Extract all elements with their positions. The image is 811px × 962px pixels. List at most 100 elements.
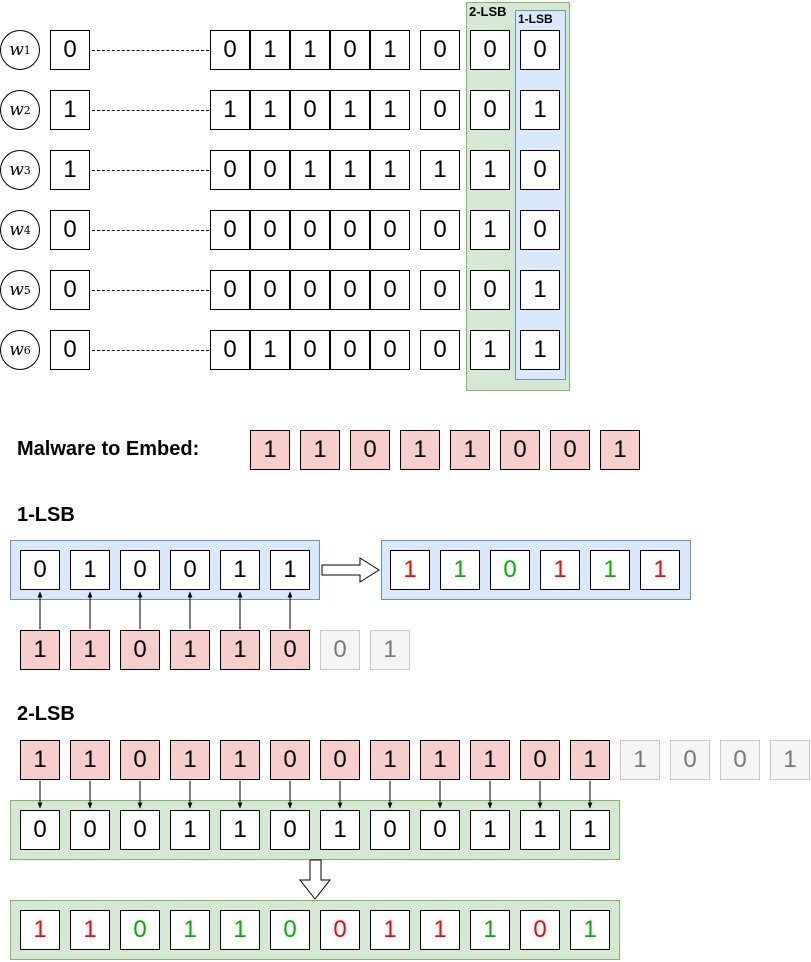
dashed-connector [92, 170, 209, 171]
dashed-connector [92, 290, 209, 291]
lsb1-transform-arrow [321, 557, 380, 583]
lsb2-original-cell: 1 [170, 810, 210, 850]
weight-bit-cell: 1 [290, 30, 330, 70]
lsb2-transform-arrow [298, 859, 332, 900]
malware-bit-cell: 0 [350, 430, 390, 470]
malware-bit-cell: 1 [450, 430, 490, 470]
lsb2-original-cell: 1 [470, 810, 510, 850]
weight-bit-cell: 0 [370, 210, 410, 250]
lsb2-payload-cell: 1 [170, 740, 210, 780]
weight-value-cell: 0 [50, 210, 90, 250]
weight-bit-cell: 1 [420, 150, 460, 190]
weight-bit-cell: 1 [370, 30, 410, 70]
lsb1-result-cell: 1 [440, 550, 480, 590]
weight-label-letter: w [9, 100, 24, 120]
malware-bit-cell: 1 [300, 430, 340, 470]
weight-label-letter: w [9, 160, 24, 180]
weight-bit-cell: 1 [520, 270, 560, 310]
weight-label-letter: w [9, 40, 24, 60]
lsb2-original-cell: 0 [270, 810, 310, 850]
weight-bit-cell: 0 [520, 150, 560, 190]
lsb1-original-cell: 0 [120, 550, 160, 590]
lsb2-original-cell: 1 [520, 810, 560, 850]
lsb2-result-cell: 0 [270, 910, 310, 950]
lsb2-result-cell: 1 [220, 910, 260, 950]
lsb2-payload-cell: 1 [470, 740, 510, 780]
lsb2-payload-cell: 0 [520, 740, 560, 780]
malware-bit-cell: 0 [500, 430, 540, 470]
lsb1-unused-cell: 1 [370, 630, 410, 670]
lsb1-payload-cell: 0 [120, 630, 160, 670]
lsb2-payload-cell: 0 [270, 740, 310, 780]
lsb2-unused-cell: 1 [620, 740, 660, 780]
lsb2-payload-cell: 1 [570, 740, 610, 780]
lsb1-payload-cell: 1 [220, 630, 260, 670]
weight-value-cell: 0 [50, 270, 90, 310]
dashed-connector [92, 50, 209, 51]
lsb1-payload-cell: 1 [170, 630, 210, 670]
weight-bit-cell: 0 [210, 150, 250, 190]
weight-label-index: 3 [23, 163, 31, 177]
lsb1-payload-cell: 1 [20, 630, 60, 670]
dashed-connector [92, 230, 209, 231]
lsb1-payload-cell: 0 [270, 630, 310, 670]
lsb2-result-cell: 1 [20, 910, 60, 950]
weight-bit-cell: 1 [370, 150, 410, 190]
lsb1-original-cell: 0 [20, 550, 60, 590]
weight-label-index: 2 [23, 103, 31, 117]
weight-value-cell: 1 [50, 150, 90, 190]
weight-bit-cell: 0 [420, 270, 460, 310]
lsb2-result-cell: 1 [70, 910, 110, 950]
weight-bit-cell: 0 [250, 210, 290, 250]
lsb1-original-region [10, 540, 320, 600]
weight-value-cell: 1 [50, 90, 90, 130]
lsb1-title: 1-LSB [17, 504, 75, 526]
malware-bit-cell: 1 [600, 430, 640, 470]
lsb2-unused-cell: 0 [720, 740, 760, 780]
lsb2-result-cell: 1 [570, 910, 610, 950]
weight-bit-cell: 1 [470, 150, 510, 190]
weight-bit-cell: 0 [370, 330, 410, 370]
dashed-connector [92, 350, 209, 351]
weight-value-cell: 0 [50, 30, 90, 70]
lsb2-payload-cell: 1 [70, 740, 110, 780]
weight-bit-cell: 1 [250, 90, 290, 130]
label-1lsb: 1-LSB [518, 12, 553, 26]
weight-bit-cell: 1 [330, 150, 370, 190]
weight-value-cell: 0 [50, 330, 90, 370]
weight-bit-cell: 0 [290, 270, 330, 310]
lsb2-original-cell: 0 [370, 810, 410, 850]
weight-label-index: 1 [23, 43, 31, 57]
weight-bit-cell: 0 [330, 210, 370, 250]
weight-bit-cell: 0 [470, 30, 510, 70]
lsb1-result-cell: 1 [390, 550, 430, 590]
lsb2-original-region [10, 800, 620, 860]
weight-bit-cell: 0 [210, 270, 250, 310]
lsb2-payload-cell: 0 [320, 740, 360, 780]
weight-bit-cell: 1 [470, 330, 510, 370]
weight-bit-cell: 0 [330, 30, 370, 70]
weight-bit-cell: 0 [370, 270, 410, 310]
region-1lsb [515, 10, 566, 380]
lsb2-title: 2-LSB [17, 703, 75, 725]
weight-bit-cell: 0 [290, 90, 330, 130]
weight-bit-cell: 0 [290, 330, 330, 370]
weight-bit-cell: 0 [210, 30, 250, 70]
weight-bit-cell: 0 [420, 90, 460, 130]
lsb1-result-cell: 1 [640, 550, 680, 590]
weight-bit-cell: 0 [210, 210, 250, 250]
weight-label-letter: w [9, 280, 24, 300]
weight-bit-cell: 1 [470, 210, 510, 250]
lsb1-original-cell: 0 [170, 550, 210, 590]
lsb1-result-cell: 1 [540, 550, 580, 590]
weight-bit-cell: 0 [420, 30, 460, 70]
weight-bit-cell: 0 [330, 270, 370, 310]
lsb2-payload-cell: 1 [20, 740, 60, 780]
weight-bit-cell: 0 [330, 330, 370, 370]
lsb1-payload-cell: 1 [70, 630, 110, 670]
lsb2-result-cell: 1 [420, 910, 460, 950]
malware-bit-cell: 1 [250, 430, 290, 470]
